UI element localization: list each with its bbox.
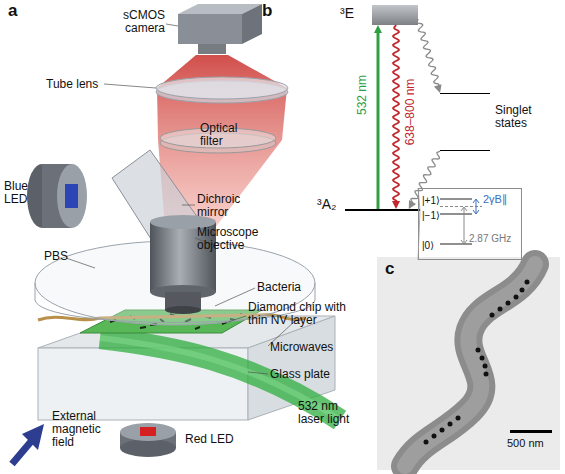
part-label: Blue LED — [4, 180, 40, 206]
bacterium-cell — [405, 264, 535, 466]
part-label: Red LED — [185, 433, 234, 446]
sublevel-lines — [440, 199, 472, 244]
wavy-transition — [411, 151, 440, 203]
bacterium-cell-inner — [405, 264, 535, 466]
magnetosome-chain — [424, 280, 530, 445]
arrow-head — [392, 201, 400, 209]
camera-nose — [198, 44, 226, 54]
node-text: |−1⟩ — [422, 209, 440, 222]
transition-arrow — [417, 19, 442, 93]
tem-image — [377, 257, 560, 470]
arrow-head — [434, 84, 442, 93]
part-label: Dichroic mirror — [197, 193, 252, 219]
part-label: Tube lens — [46, 78, 98, 91]
part-label: sCMOS camera — [95, 9, 165, 35]
scale-bar — [510, 430, 552, 433]
straight-transition — [377, 31, 380, 209]
tube-lens — [156, 77, 288, 99]
part-label: 532 nm laser light — [298, 400, 360, 426]
energy-level-band: ³E — [372, 5, 418, 25]
transition-arrow — [392, 25, 400, 209]
wavy-transition — [417, 19, 439, 87]
red-led-emitter — [140, 427, 156, 436]
node-text: ³E — [340, 7, 354, 20]
node-text: ³A₂ — [317, 198, 336, 211]
field-arrow-head — [22, 424, 44, 450]
singlet-levels: Singlet states — [440, 93, 490, 151]
zero-field-arrow — [461, 207, 467, 244]
part-label: PBS — [44, 250, 68, 263]
part-label: Optical filter — [200, 122, 245, 148]
panel-letter: a — [8, 4, 17, 17]
node-text: |+1⟩ — [422, 194, 440, 207]
red-led-top — [120, 423, 176, 441]
wavelength-label: 638–800 nm — [404, 79, 417, 146]
part-label: External magnetic field — [52, 410, 114, 449]
wavelength-label: 532 nm — [356, 75, 369, 115]
part-label: Glass plate — [270, 368, 330, 381]
node-text: Singlet states — [495, 104, 555, 130]
zeeman-arrow — [473, 199, 479, 214]
transition-arrow — [374, 25, 382, 209]
ground-level: ³A₂ — [345, 209, 420, 211]
sublevel-inset: |+1⟩ |−1⟩ |0⟩ 2γB∥ 2.87 GHz — [418, 188, 522, 260]
red-led-base — [120, 439, 176, 457]
objective-tip — [165, 306, 201, 314]
part-label: Microscope objective — [197, 226, 275, 252]
part-label: Microwaves — [270, 341, 333, 354]
node-text: |0⟩ — [422, 239, 434, 252]
camera-front — [178, 14, 242, 44]
panel-letter: b — [262, 4, 272, 17]
arrow-head — [374, 25, 382, 33]
blue-led-front — [57, 164, 87, 228]
part-label: Diamond chip with thin NV layer — [248, 301, 356, 327]
panel-letter: c — [385, 262, 394, 275]
transition-arrow — [418, 188, 420, 260]
node-text: 2.87 GHz — [469, 232, 511, 245]
scale-label: 500 nm — [507, 437, 544, 450]
node-text: 2γB∥ — [483, 193, 507, 206]
camera-side — [242, 4, 262, 44]
wavy-transition — [393, 25, 399, 203]
zoom-line — [418, 188, 420, 260]
blue-led-emitter — [65, 184, 78, 208]
arrow-head — [409, 200, 416, 209]
part-label: Bacteria — [257, 281, 301, 294]
transition-arrow — [409, 151, 440, 209]
